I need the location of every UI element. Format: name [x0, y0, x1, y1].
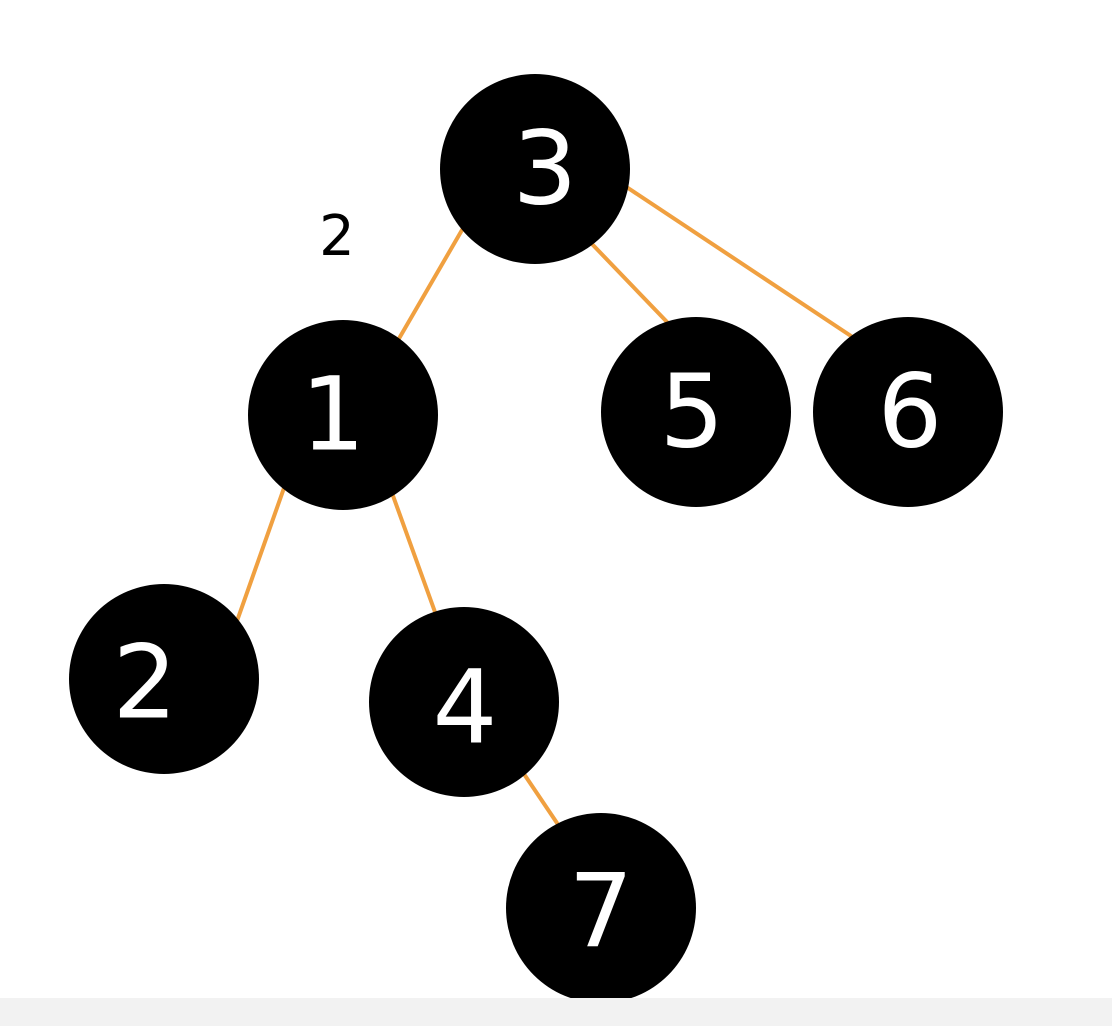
node-2-circle	[69, 584, 259, 774]
node-2[interactable]: 2	[69, 584, 259, 774]
edge-1-2	[235, 486, 286, 623]
node-4-circle	[369, 607, 559, 797]
node-3-circle	[440, 74, 630, 264]
edge-4-7	[522, 772, 559, 825]
node-4[interactable]: 4	[369, 607, 559, 797]
edge-3-5	[590, 242, 670, 325]
bottom-strip	[0, 998, 1112, 1026]
node-7-circle	[506, 813, 696, 1003]
node-4-label: 4	[433, 649, 498, 768]
edge-3-6	[626, 186, 853, 338]
node-1-label: 1	[301, 356, 366, 475]
node-1[interactable]: 1	[248, 320, 438, 510]
edge-label-3-1: 2	[319, 204, 355, 269]
node-6[interactable]: 6	[813, 317, 1003, 507]
node-6-label: 6	[878, 353, 943, 472]
edge-3-1	[395, 228, 464, 344]
node-3-label: 3	[513, 110, 578, 229]
node-6-circle	[813, 317, 1003, 507]
node-3[interactable]: 3	[440, 74, 630, 264]
node-1-circle	[248, 320, 438, 510]
node-7[interactable]: 7	[506, 813, 696, 1003]
node-5-circle	[601, 317, 791, 507]
node-5[interactable]: 5	[601, 317, 791, 507]
node-2-label: 2	[113, 624, 178, 743]
node-7-label: 7	[569, 853, 634, 972]
node-5-label: 5	[660, 353, 725, 472]
edge-1-4	[390, 491, 437, 614]
